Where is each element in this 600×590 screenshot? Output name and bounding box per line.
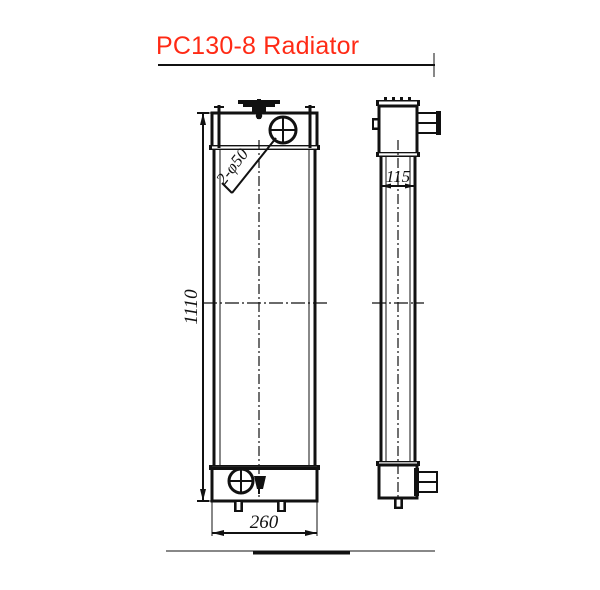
mounting-foot-right	[277, 500, 286, 512]
title-underline	[158, 53, 435, 77]
side-view-core	[379, 157, 417, 462]
footer-rule	[166, 550, 435, 555]
dimension-overall-width: 260	[211, 501, 318, 536]
top-tank-right-stud	[305, 105, 315, 148]
dimension-overall-height: 1110	[181, 112, 212, 502]
drawing-title: PC130-8 Radiator	[156, 32, 359, 60]
drain-plug	[254, 476, 266, 494]
side-view-bottom-tank	[376, 461, 438, 509]
side-view-top-tank	[372, 97, 441, 157]
side-top-outlet-fitting	[416, 111, 441, 135]
side-view: 115	[372, 97, 441, 509]
filler-cap	[238, 99, 280, 120]
front-view-bottom-tank	[209, 465, 320, 512]
front-view-top-tank	[209, 99, 320, 150]
dimension-overall-depth: 115	[381, 167, 415, 189]
side-bottom-outlet-fitting	[414, 468, 438, 496]
dimension-overall-height-value: 1110	[181, 289, 202, 325]
front-view: 2-φ50 1110	[181, 99, 327, 536]
dimension-overall-depth-value: 115	[386, 167, 410, 186]
top-tank-port	[268, 115, 298, 145]
side-top-left-nipple	[372, 118, 380, 130]
mounting-foot-left	[234, 500, 243, 512]
front-view-core	[212, 150, 317, 466]
dimension-overall-width-value: 260	[250, 512, 279, 533]
port-callout-label: 2-φ50	[212, 144, 252, 188]
side-bottom-drain	[394, 498, 403, 509]
top-tank-left-stud	[214, 105, 224, 148]
bottom-tank-port	[227, 467, 255, 495]
